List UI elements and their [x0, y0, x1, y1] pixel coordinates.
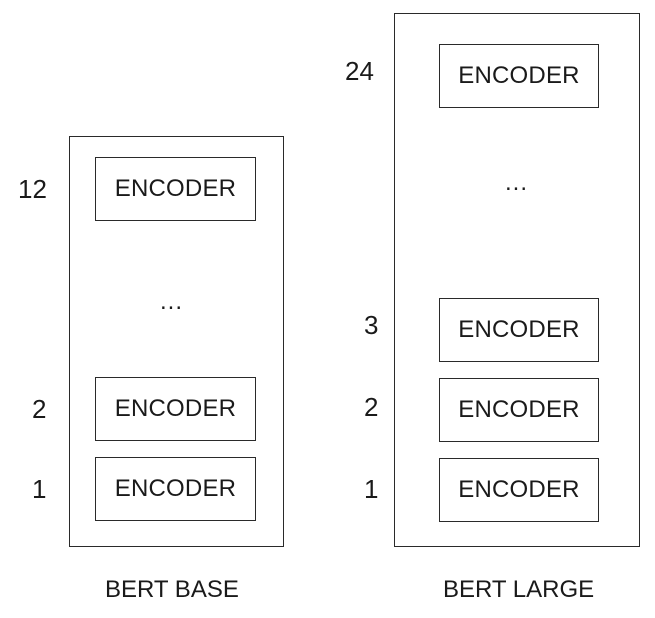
encoder-label: ENCODER [458, 396, 580, 423]
base-encoder-block: ENCODER [95, 157, 256, 221]
large-encoder-block: ENCODER [439, 378, 599, 442]
bert-large-caption: BERT LARGE [443, 576, 595, 603]
encoder-label: ENCODER [114, 175, 237, 202]
base-layer-number: 1 [32, 474, 47, 504]
base-encoder-block: ENCODER [95, 377, 256, 441]
large-layer-number: 2 [364, 392, 379, 422]
encoder-label: ENCODER [458, 476, 580, 503]
base-encoder-block: ENCODER [95, 457, 256, 521]
large-layer-number: 1 [364, 474, 379, 504]
large-layer-number: 3 [364, 310, 379, 340]
encoder-label: ENCODER [114, 395, 237, 422]
large-encoder-block: ENCODER [439, 298, 599, 362]
large-ellipsis: ... [505, 169, 529, 196]
large-encoder-block: ENCODER [439, 458, 599, 522]
encoder-label: ENCODER [458, 316, 580, 343]
large-encoder-block: ENCODER [439, 44, 599, 108]
bert-base-caption: BERT BASE [105, 576, 239, 603]
base-layer-number: 12 [18, 174, 47, 204]
encoder-label: ENCODER [458, 62, 580, 89]
base-layer-number: 2 [32, 394, 47, 424]
base-ellipsis: ... [160, 288, 184, 315]
large-layer-number: 24 [345, 56, 374, 86]
encoder-label: ENCODER [114, 475, 237, 502]
